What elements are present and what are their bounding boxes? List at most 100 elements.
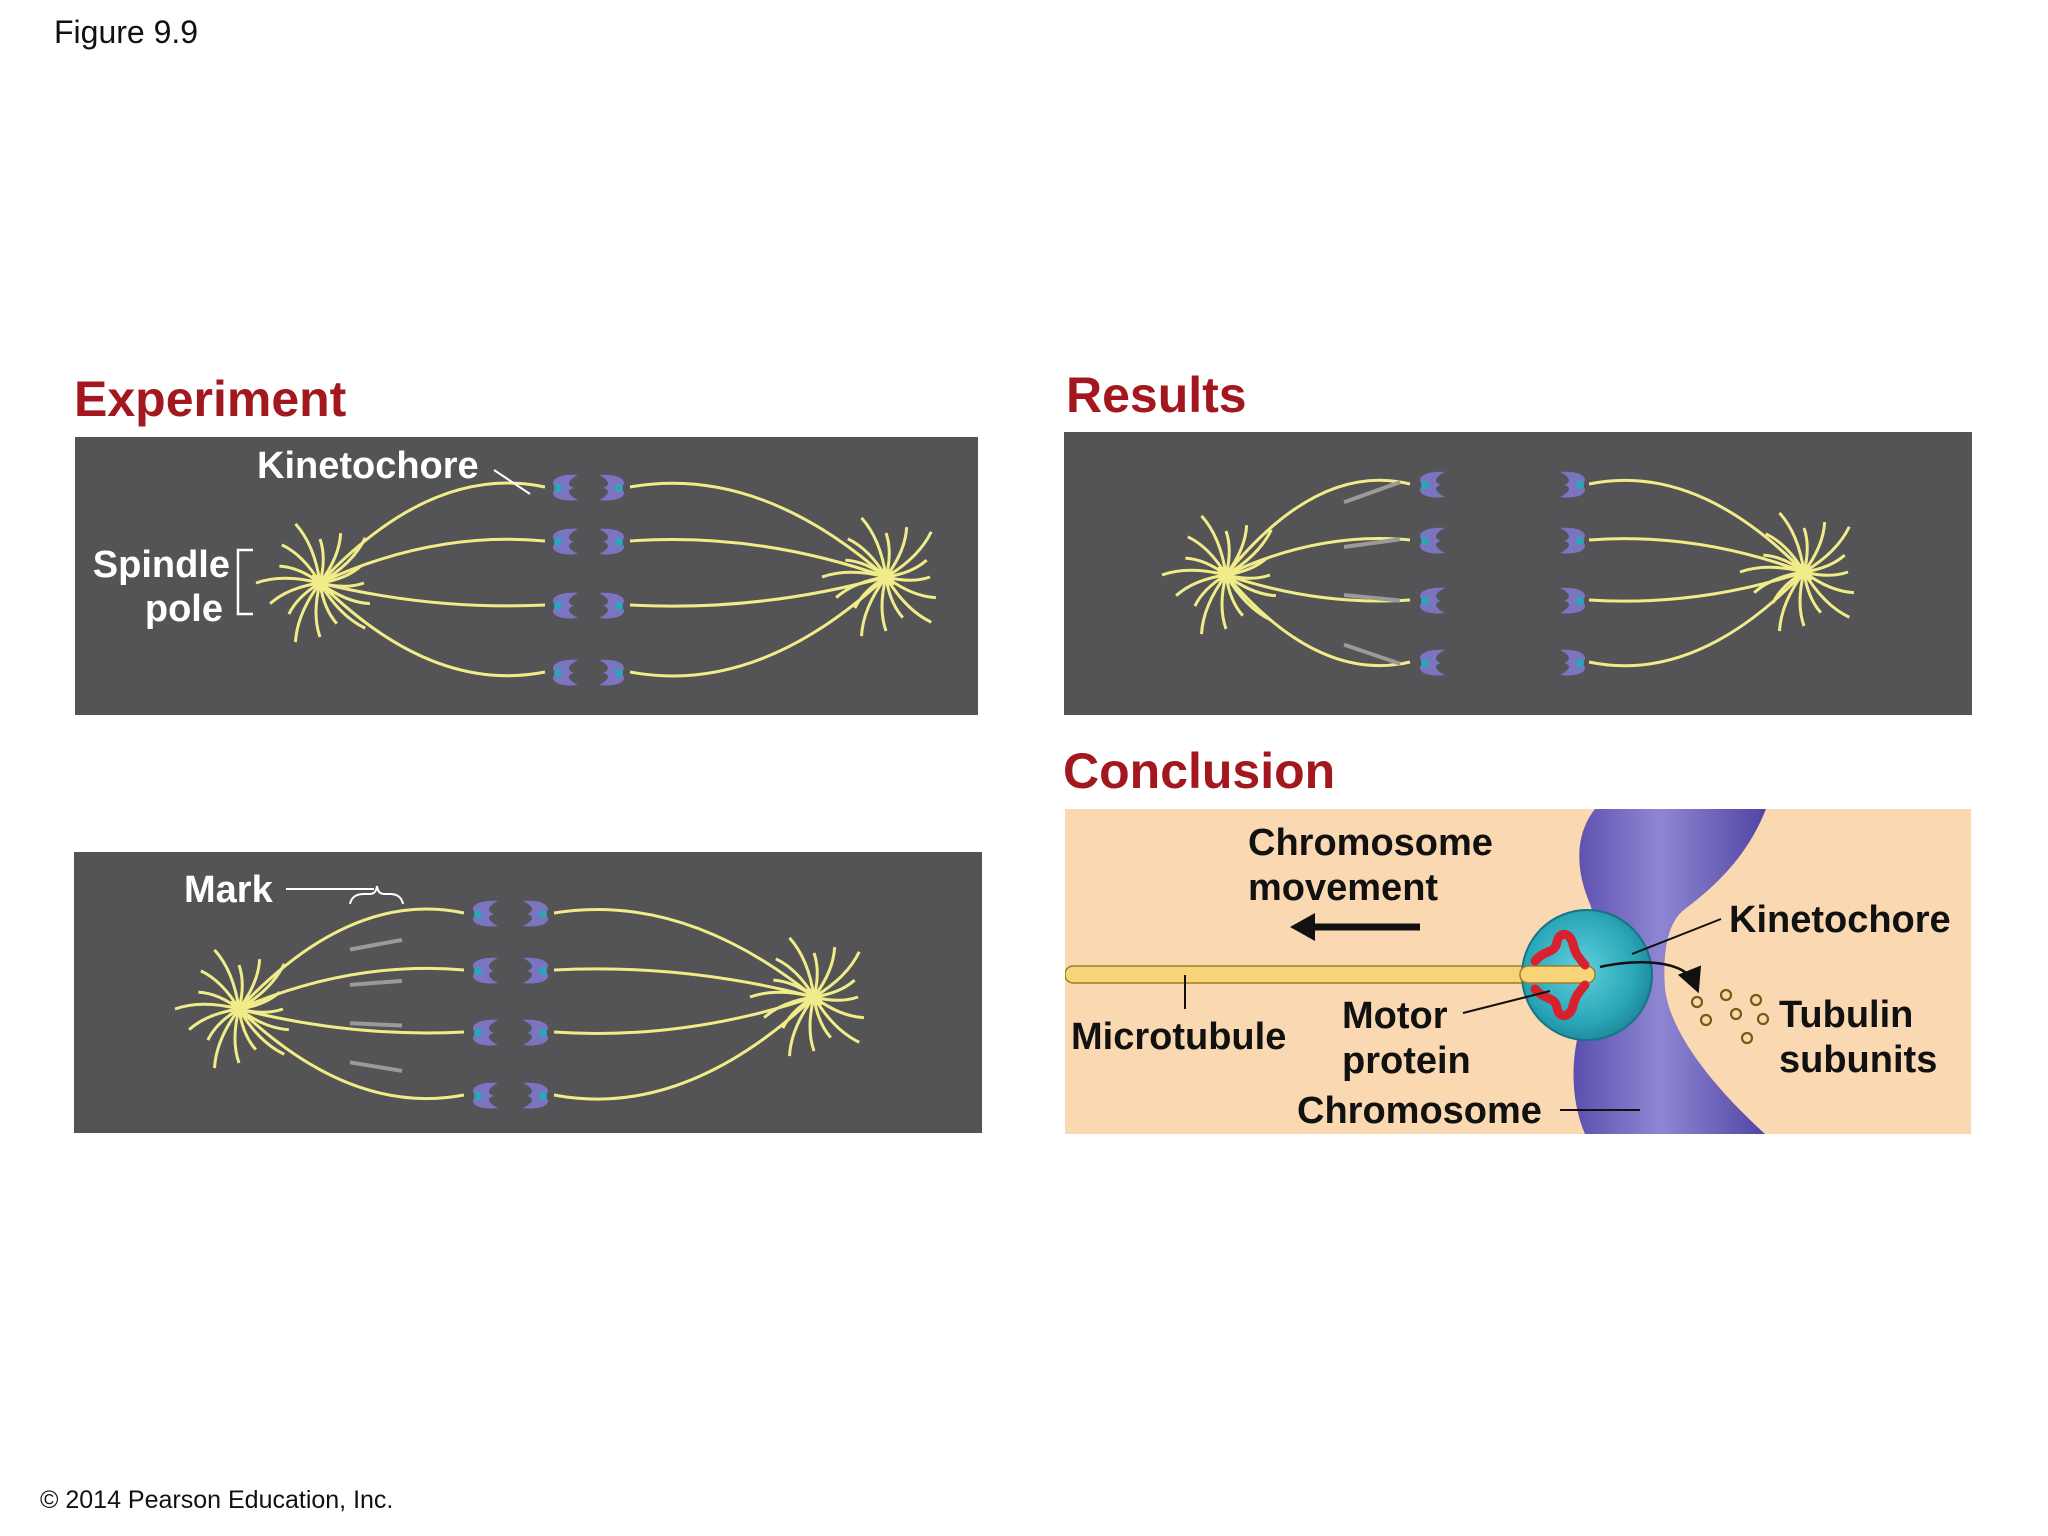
kinetochore [539,910,547,918]
chromosome-movement-label-line1: Chromosome [1248,822,1493,864]
kinetochore [1421,481,1429,489]
aster-ray [812,947,837,998]
kinetochore [1421,597,1429,605]
aster-ray [1803,570,1849,577]
chromosome [472,957,498,984]
chromosome [1419,587,1445,614]
spindle-fiber [629,575,888,678]
kinetochore [1576,537,1584,545]
conclusion-panel: Chromosome movement Microtubule Motor pr… [1065,809,1971,1134]
aster-ray [188,1007,240,1031]
aster-ray [880,576,888,632]
kinetochore [615,484,623,492]
centriole [887,578,894,585]
mark-label: Mark [184,869,274,911]
aster-ray [238,963,286,1011]
kinetochore [1576,481,1584,489]
chromosome [523,900,549,927]
kinetochore [474,1092,482,1100]
kinetochore [539,1092,547,1100]
photobleach-mark [1343,642,1401,666]
aster-ray [233,1008,241,1064]
chromosome [599,528,625,555]
kinetochore [474,967,482,975]
spindle-fiber [238,1007,465,1035]
centriole [312,575,319,582]
aster-ray [884,527,909,578]
aster-ray [885,575,931,582]
aster-ray [1175,573,1227,597]
aster-ray [835,575,887,599]
aster-ray [808,996,816,1052]
motor-protein-lower [1530,980,1590,1021]
centriole [1805,573,1812,580]
aster-ray [763,995,815,1019]
aster-ray [287,581,321,615]
kinetochore-pointer [493,469,531,495]
aster-ray [237,959,262,1010]
aster-ray [1753,570,1805,594]
kinetochore-conclusion-label: Kinetochore [1729,899,1951,941]
aster-ray [1802,527,1809,573]
aster-ray [1803,554,1846,574]
kinetochore [539,1029,547,1037]
photobleach-mark [349,978,403,987]
chromosome [523,957,549,984]
results-panel [1064,432,1972,715]
aster-ray [319,581,365,588]
tubulin-label-line1: Tubulin [1779,994,1913,1036]
kinetochore-label: Kinetochore [257,445,479,487]
centriole [321,584,328,591]
chromosome [599,659,625,686]
conclusion-title: Conclusion [1063,743,1336,799]
aster-ray [318,533,343,584]
aster-ray [1224,574,1244,617]
aster-ray [781,995,815,1029]
spindle-fiber [553,908,815,999]
aster-ray [884,532,891,578]
aster-ray [853,575,887,609]
aster-ray [1225,573,1271,580]
spindle-fiber [629,538,887,579]
results-title: Results [1066,367,1247,423]
chromosome [552,592,578,619]
aster-ray [1193,573,1227,607]
chromosome [1419,527,1445,554]
spindle-fiber [553,995,816,1101]
aster-ray [1802,571,1822,614]
aster-ray [294,582,322,643]
aster-ray [884,576,904,619]
centriole [878,569,885,576]
copyright-notice: © 2014 Pearson Education, Inc. [40,1486,394,1514]
aster-ray [813,951,861,999]
aster-ray [1802,522,1827,573]
experiment-panel-marked: Mark [74,852,982,1133]
kinetochore [539,967,547,975]
aster-ray [206,1007,240,1041]
kinetochore [615,538,623,546]
aster-ray [860,576,888,637]
motor-protein-upper [1530,929,1590,970]
motor-protein-label-line1: Motor [1342,995,1448,1037]
spindle-fiber [237,907,465,1011]
experiment-title: Experiment [74,371,347,427]
spindle-fiber [318,581,546,678]
chromosome [523,1082,549,1109]
microtubule-label: Microtubule [1071,1016,1286,1058]
spindle-fiber [319,581,546,608]
centriole [1796,564,1803,571]
chromosome [599,592,625,619]
kinetochore [615,602,623,610]
spindle-fiber [238,966,465,1011]
spindle-fiber [318,481,546,585]
kinetochore [1576,597,1584,605]
chromosome [472,900,498,927]
kinetochore [1576,659,1584,667]
chromosome [523,1019,549,1046]
kinetochore [1421,537,1429,545]
centriole [806,989,813,996]
spindle-fiber [629,481,887,579]
aster-ray [1803,526,1851,574]
centriole [1218,567,1225,574]
spindle-pole-bracket [236,548,253,616]
